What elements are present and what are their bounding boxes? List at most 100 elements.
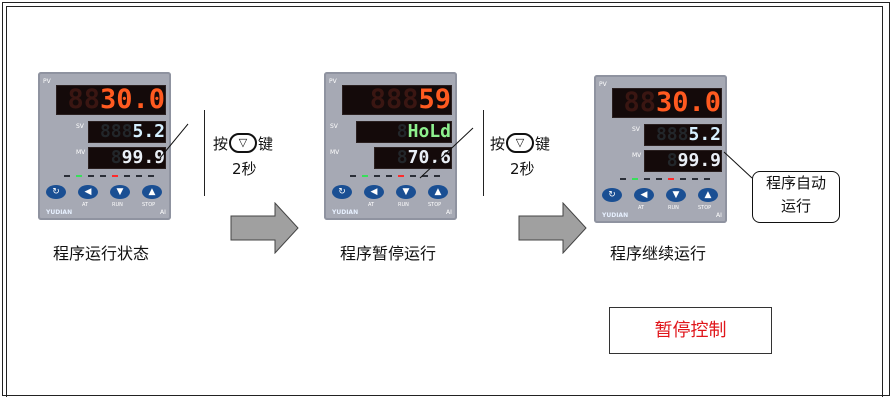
led [410, 175, 416, 177]
pv-label: PV [329, 78, 337, 85]
model-label: AI [446, 209, 452, 216]
up-arrow-button[interactable]: ▲ [142, 185, 162, 199]
inner-frame [6, 6, 883, 397]
sv-label: SV [76, 123, 84, 130]
led [680, 178, 686, 180]
sv-value: HoLd [407, 121, 451, 142]
pv-value: 30.0 [99, 85, 165, 115]
hint-duration-1: 2秒 [232, 160, 257, 178]
pv-ghost-digits: 888 [369, 85, 419, 115]
run-label: RUN [112, 202, 123, 208]
cycle-icon: ↻ [608, 190, 616, 200]
at-label: AT [82, 202, 89, 208]
sv-value: 5.2 [688, 124, 721, 145]
led [422, 175, 428, 177]
brand-logo: YUDIAN [46, 209, 73, 216]
at-label: AT [368, 202, 375, 208]
stop-label: STOP [142, 202, 156, 208]
led [100, 175, 106, 177]
led [692, 178, 698, 180]
up-arrow-icon: ▲ [704, 190, 712, 200]
mv-display: 899.9 [644, 150, 722, 172]
sv-ghost-digits: 8 [396, 121, 408, 142]
status-leds [620, 178, 710, 180]
left-arrow-button[interactable]: ◀ [78, 185, 98, 199]
down-arrow-icon: ▼ [402, 187, 410, 197]
led [386, 175, 392, 177]
down-arrow-key-icon: ▽ [229, 132, 258, 153]
run-label: RUN [398, 202, 409, 208]
hint-key-text: 键 [258, 135, 274, 153]
sv-ghost-digits: 888 [99, 121, 133, 142]
right-arrow-2 [518, 202, 587, 254]
caption-running: 程序运行状态 [53, 244, 150, 263]
status-leds [64, 175, 154, 177]
led [644, 178, 650, 180]
mv-value: 99.9 [121, 147, 165, 168]
led [148, 175, 154, 177]
led [398, 175, 404, 177]
model-label: AI [160, 209, 166, 216]
callout-auto-run: 程序自动 运行 [752, 171, 840, 223]
controller-panel-hold: PV 88859 SV 8HoLd MV 870.6 ↻ ◀ ▼ ▲ AT RU… [324, 72, 457, 220]
hint-press-key-2: 按▽键 [490, 132, 551, 155]
pv-display: 8830.0 [612, 88, 722, 118]
led [350, 175, 356, 177]
sv-value: 5.2 [132, 121, 165, 142]
controller-panel-resumed: PV 8830.0 SV 8885.2 MV 899.9 ↻ ◀ ▼ ▲ AT … [594, 75, 727, 223]
caption-resumed: 程序继续运行 [610, 244, 707, 263]
brand-logo: YUDIAN [332, 209, 359, 216]
left-arrow-icon: ◀ [84, 187, 92, 197]
hint-press-text: 按 [213, 135, 229, 153]
sv-display: 8885.2 [644, 124, 722, 146]
led [76, 175, 82, 177]
down-arrow-icon: ▼ [672, 190, 680, 200]
up-arrow-button[interactable]: ▲ [428, 185, 448, 199]
cycle-button[interactable]: ↻ [46, 185, 66, 199]
mv-ghost-digits: 8 [110, 147, 122, 168]
model-label: AI [716, 212, 722, 219]
pv-ghost-digits: 88 [623, 88, 656, 118]
controller-panel-running: PV 8830.0 SV 8885.2 MV 899.9 ↻ ◀ ▼ ▲ AT … [38, 72, 171, 220]
mv-display: 870.6 [374, 147, 452, 169]
down-arrow-button[interactable]: ▼ [666, 188, 686, 202]
led [632, 178, 638, 180]
led [64, 175, 70, 177]
cycle-button[interactable]: ↻ [332, 185, 352, 199]
pause-control-title: 暂停控制 [609, 307, 772, 354]
mv-display: 899.9 [88, 147, 166, 169]
down-arrow-key-icon: ▽ [506, 132, 535, 153]
hint-press-key-1: 按▽键 [213, 132, 274, 155]
callout-line-2: 运行 [780, 197, 811, 215]
mv-label: MV [76, 149, 86, 156]
left-arrow-icon: ◀ [640, 190, 648, 200]
pv-label: PV [599, 81, 607, 88]
run-label: RUN [668, 205, 679, 211]
down-arrow-button[interactable]: ▼ [396, 185, 416, 199]
led [88, 175, 94, 177]
hint-key-text: 键 [535, 135, 551, 153]
sv-display: 8885.2 [88, 121, 166, 143]
down-arrow-button[interactable]: ▼ [110, 185, 130, 199]
cycle-icon: ↻ [52, 187, 60, 197]
led [434, 175, 440, 177]
hint-press-text: 按 [490, 135, 506, 153]
led [112, 175, 118, 177]
mv-value: 99.9 [677, 150, 721, 171]
mv-label: MV [330, 149, 340, 156]
down-arrow-icon: ▼ [116, 187, 124, 197]
cycle-button[interactable]: ↻ [602, 188, 622, 202]
mv-ghost-digits: 8 [666, 150, 678, 171]
left-arrow-button[interactable]: ◀ [634, 188, 654, 202]
divider-line [483, 110, 484, 196]
stop-label: STOP [698, 205, 712, 211]
sv-ghost-digits: 888 [655, 124, 689, 145]
pv-ghost-digits: 88 [67, 85, 100, 115]
up-arrow-button[interactable]: ▲ [698, 188, 718, 202]
mv-label: MV [632, 152, 642, 159]
sv-display: 8HoLd [356, 121, 452, 143]
left-arrow-button[interactable]: ◀ [364, 185, 384, 199]
pv-label: PV [43, 78, 51, 85]
at-label: AT [638, 205, 645, 211]
